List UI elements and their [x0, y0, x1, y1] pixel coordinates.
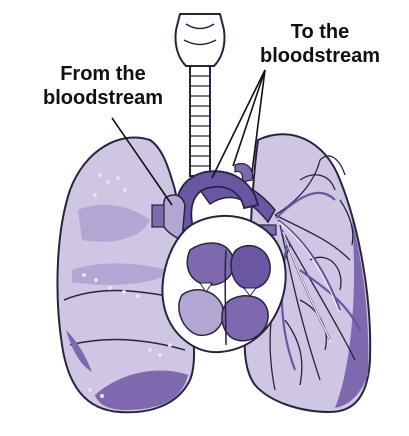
- from-bloodstream-label: From the bloodstream: [28, 62, 178, 110]
- to-bloodstream-label: To the bloodstream: [240, 20, 400, 68]
- trachea: [175, 14, 224, 176]
- from-bloodstream-line1: From the: [28, 62, 178, 86]
- to-bloodstream-line2: bloodstream: [240, 44, 400, 68]
- to-bloodstream-line1: To the: [240, 20, 400, 44]
- from-bloodstream-line2: bloodstream: [28, 86, 178, 110]
